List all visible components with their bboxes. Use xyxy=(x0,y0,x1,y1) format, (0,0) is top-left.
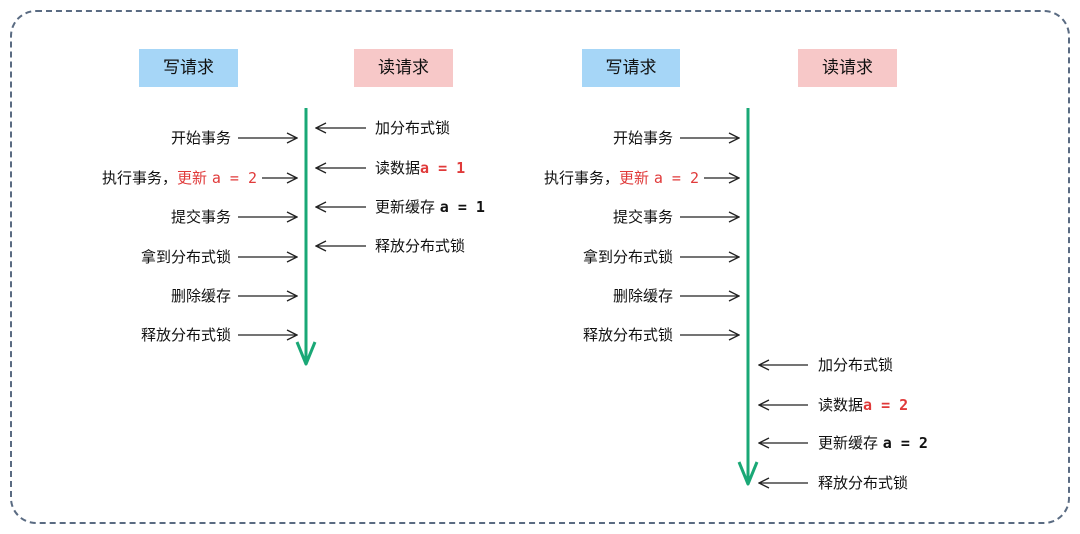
left-write-step-2-code: a = 2 xyxy=(211,169,257,187)
right-write-step-6: 释放分布式锁 xyxy=(582,326,673,344)
left-read-step-3-text: 更新缓存 xyxy=(375,198,436,216)
right-write-step-3: 提交事务 xyxy=(612,208,673,226)
timeline-right-arrowhead xyxy=(737,461,759,486)
left-write-header: 写请求 xyxy=(139,49,238,87)
left-write-step-6: 释放分布式锁 xyxy=(140,326,231,344)
left-read-step-3: 更新缓存 a = 1 xyxy=(375,197,485,217)
left-write-step-2-prefix: 执行事务， xyxy=(102,169,178,187)
left-read-header: 读请求 xyxy=(354,49,453,87)
right-read-step-3-code: a = 2 xyxy=(882,434,928,452)
left-write-step-4: 拿到分布式锁 xyxy=(140,248,231,266)
left-read-step-2-text: 读数据 xyxy=(375,159,421,177)
left-write-step-2: 执行事务，更新 a = 2 xyxy=(40,168,257,188)
right-write-step-2-highlight: 更新 xyxy=(619,169,650,187)
right-write-step-2-code: a = 2 xyxy=(653,169,699,187)
left-write-step-5: 删除缓存 xyxy=(170,287,231,305)
left-read-step-2: 读数据a = 1 xyxy=(375,158,465,178)
right-write-step-4: 拿到分布式锁 xyxy=(582,248,673,266)
right-write-header: 写请求 xyxy=(582,49,680,87)
right-write-step-2: 执行事务，更新 a = 2 xyxy=(482,168,699,188)
right-read-step-3-text: 更新缓存 xyxy=(818,434,879,452)
diagram-frame xyxy=(10,10,1070,524)
right-read-step-4: 释放分布式锁 xyxy=(818,474,909,492)
timeline-left-arrowhead xyxy=(295,341,317,366)
left-write-step-2-highlight: 更新 xyxy=(177,169,208,187)
left-write-step-1: 开始事务 xyxy=(170,129,231,147)
right-read-step-3: 更新缓存 a = 2 xyxy=(818,433,928,453)
left-write-step-3: 提交事务 xyxy=(170,208,231,226)
right-write-step-1: 开始事务 xyxy=(612,129,673,147)
right-read-step-2-code: a = 2 xyxy=(863,396,909,414)
right-read-step-1: 加分布式锁 xyxy=(818,356,894,374)
right-read-step-2-text: 读数据 xyxy=(818,396,864,414)
right-write-step-5: 删除缓存 xyxy=(612,287,673,305)
right-read-header: 读请求 xyxy=(798,49,897,87)
left-read-step-1: 加分布式锁 xyxy=(375,119,451,137)
left-read-step-4: 释放分布式锁 xyxy=(375,237,466,255)
left-read-step-2-code: a = 1 xyxy=(420,159,466,177)
right-read-step-2: 读数据a = 2 xyxy=(818,395,908,415)
left-read-step-3-code: a = 1 xyxy=(439,198,485,216)
right-write-step-2-prefix: 执行事务， xyxy=(544,169,620,187)
